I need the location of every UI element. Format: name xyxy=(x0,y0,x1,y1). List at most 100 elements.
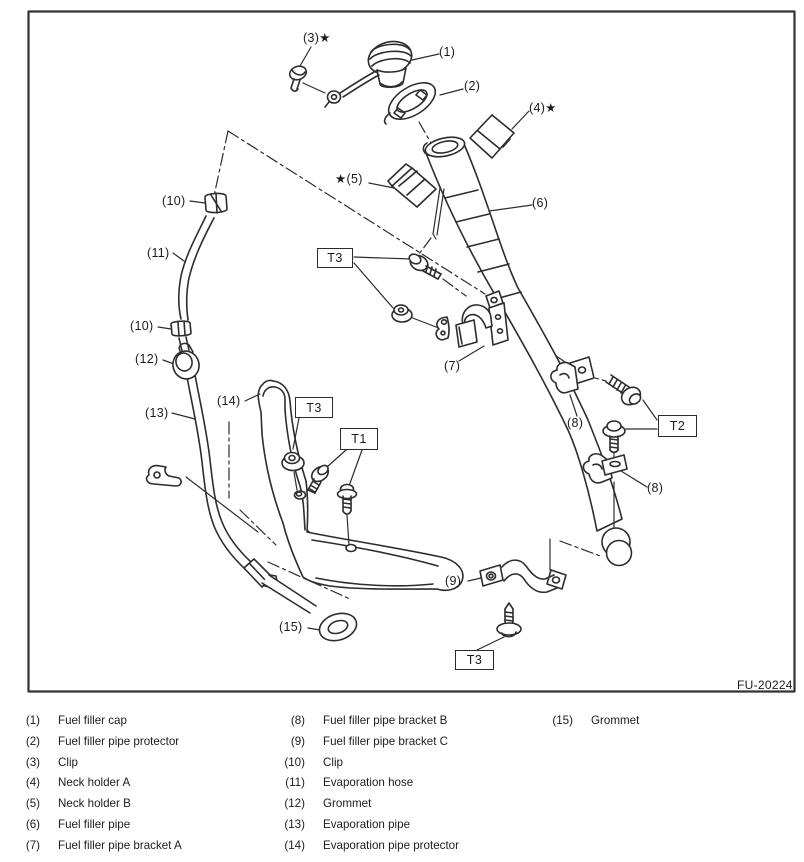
grommet-15-art xyxy=(318,612,358,642)
callout-8-upper: (8) xyxy=(567,416,584,430)
legend-item: (1) Fuel filler cap xyxy=(12,714,182,735)
legend-item: (12) Grommet xyxy=(252,797,459,818)
legend-item: (10) Clip xyxy=(252,756,459,777)
callout-4: (4)★ xyxy=(529,101,557,115)
legend-item: (5) Neck holder B xyxy=(12,797,182,818)
callout-6: (6) xyxy=(532,196,549,210)
legend-item: (3) Clip xyxy=(12,756,182,777)
legend-item-label: Neck holder A xyxy=(58,776,131,790)
torque-ref-t2: T2 xyxy=(658,415,697,437)
legend-item-label: Grommet xyxy=(591,714,640,727)
legend-item-label: Fuel filler cap xyxy=(58,714,127,727)
neck-holder-b-art xyxy=(387,163,445,240)
legend-item-number: (12) xyxy=(284,797,305,811)
callout-5: ★(5) xyxy=(335,172,363,186)
pipe-end-art xyxy=(601,527,633,567)
callout-9: (9) xyxy=(445,574,462,588)
legend-column-2: (8) Fuel filler pipe bracket B (9) Fuel … xyxy=(252,714,459,860)
legend-item-number: (5) xyxy=(25,797,40,811)
legend-item-number: (9) xyxy=(290,734,305,748)
legend-item: (2) Fuel filler pipe protector xyxy=(12,735,182,756)
diagram-border xyxy=(27,10,796,693)
legend-item: (6) Fuel filler pipe xyxy=(12,818,182,839)
legend-item-number: (15) xyxy=(552,714,573,727)
callout-3: (3)★ xyxy=(303,31,331,45)
callout-2: (2) xyxy=(464,79,481,93)
callout-14: (14) xyxy=(217,394,241,408)
evaporation-pipe-protector-art xyxy=(257,379,464,592)
legend-item-number: (6) xyxy=(25,817,40,831)
clip-3-art xyxy=(288,65,308,92)
callout-1: (1) xyxy=(439,45,456,59)
legend-item-number: (10) xyxy=(284,755,305,769)
legend-item-label: Fuel filler pipe bracket B xyxy=(323,714,448,727)
legend-item: (14) Evaporation pipe protector xyxy=(252,839,459,860)
fuel-filler-pipe-bracket-b-upper-art xyxy=(550,356,595,394)
callout-8-lower: (8) xyxy=(647,481,664,495)
torque-ref-t3-top: T3 xyxy=(317,248,353,268)
legend-item-number: (3) xyxy=(25,755,40,769)
neck-holder-a-art xyxy=(469,114,515,159)
t3-nut-mid-art xyxy=(281,451,305,472)
torque-ref-t1: T1 xyxy=(340,428,378,450)
legend-item-label: Fuel filler pipe bracket A xyxy=(58,838,182,852)
clip-10-top-art xyxy=(204,192,228,214)
legend-item: (13) Evaporation pipe xyxy=(252,818,459,839)
legend-item-label: Evaporation pipe protector xyxy=(323,838,459,852)
t1-screw-a-art xyxy=(307,464,330,494)
legend-item: (11) Evaporation hose xyxy=(252,776,459,797)
legend-item-number: (14) xyxy=(284,838,305,852)
callout-15: (15) xyxy=(279,620,303,634)
callout-10-top: (10) xyxy=(162,194,186,208)
legend-item-label: Clip xyxy=(323,755,343,769)
legend-item: (4) Neck holder A xyxy=(12,776,182,797)
protector-holes-art xyxy=(293,490,357,553)
legend-item-number: (13) xyxy=(284,817,305,831)
legend-item-number: (7) xyxy=(25,838,40,852)
legend-item: (9) Fuel filler pipe bracket C xyxy=(252,735,459,756)
cap-tether-art xyxy=(324,70,380,108)
legend-item-label: Evaporation pipe xyxy=(323,817,411,831)
callout-13: (13) xyxy=(145,406,169,420)
pipe-hook-clip-art xyxy=(145,464,182,487)
t2-bolt-upper-art xyxy=(605,374,642,406)
legend-item-label: Fuel filler pipe bracket C xyxy=(323,734,449,748)
callout-12: (12) xyxy=(135,352,159,366)
t3-screw-bottom-art xyxy=(496,602,522,638)
clip-10-mid-art xyxy=(170,320,192,337)
callout-7: (7) xyxy=(444,359,461,373)
figure-code: FU-20224 xyxy=(737,678,793,692)
legend-item-number: (2) xyxy=(25,734,40,748)
legend-item-label: Fuel filler pipe protector xyxy=(58,734,180,748)
callout-11: (11) xyxy=(147,246,170,260)
t3-screw-top-art xyxy=(408,253,442,280)
legend-column-1: (1) Fuel filler cap (2) Fuel filler pipe… xyxy=(12,714,182,860)
t3-nut-top-art xyxy=(391,304,413,323)
legend-item: (15) Grommet xyxy=(520,714,639,735)
torque-ref-t3-bottom: T3 xyxy=(455,650,494,670)
legend-item-label: Grommet xyxy=(323,797,372,811)
t2-bolt-lower-art xyxy=(602,420,626,454)
fuel-filler-cap-art xyxy=(367,40,413,89)
legend-item-number: (1) xyxy=(25,714,40,727)
fuel-filler-pipe-bracket-a-art xyxy=(435,290,509,348)
legend-item-label: Clip xyxy=(58,755,78,769)
legend-item: (7) Fuel filler pipe bracket A xyxy=(12,839,182,860)
fuel-filler-pipe-protector-art xyxy=(383,82,437,125)
legend-item-number: (4) xyxy=(25,776,40,790)
grommet-12-art xyxy=(172,342,200,380)
legend-item-label: Neck holder B xyxy=(58,797,131,811)
legend-item-number: (8) xyxy=(290,714,305,727)
legend-item-label: Fuel filler pipe xyxy=(58,817,131,831)
legend-column-3: (15) Grommet xyxy=(520,714,639,735)
evaporation-hose-art xyxy=(177,215,215,321)
callout-10-mid: (10) xyxy=(130,319,154,333)
legend-item: (8) Fuel filler pipe bracket B xyxy=(252,714,459,735)
evaporation-pipe-art xyxy=(178,336,317,614)
torque-ref-t3-mid: T3 xyxy=(295,397,333,418)
fuel-filler-pipe-bracket-c-art xyxy=(479,559,567,594)
legend-item-number: (11) xyxy=(285,776,305,790)
fuel-filler-pipe-bracket-b-lower-art xyxy=(582,453,628,484)
